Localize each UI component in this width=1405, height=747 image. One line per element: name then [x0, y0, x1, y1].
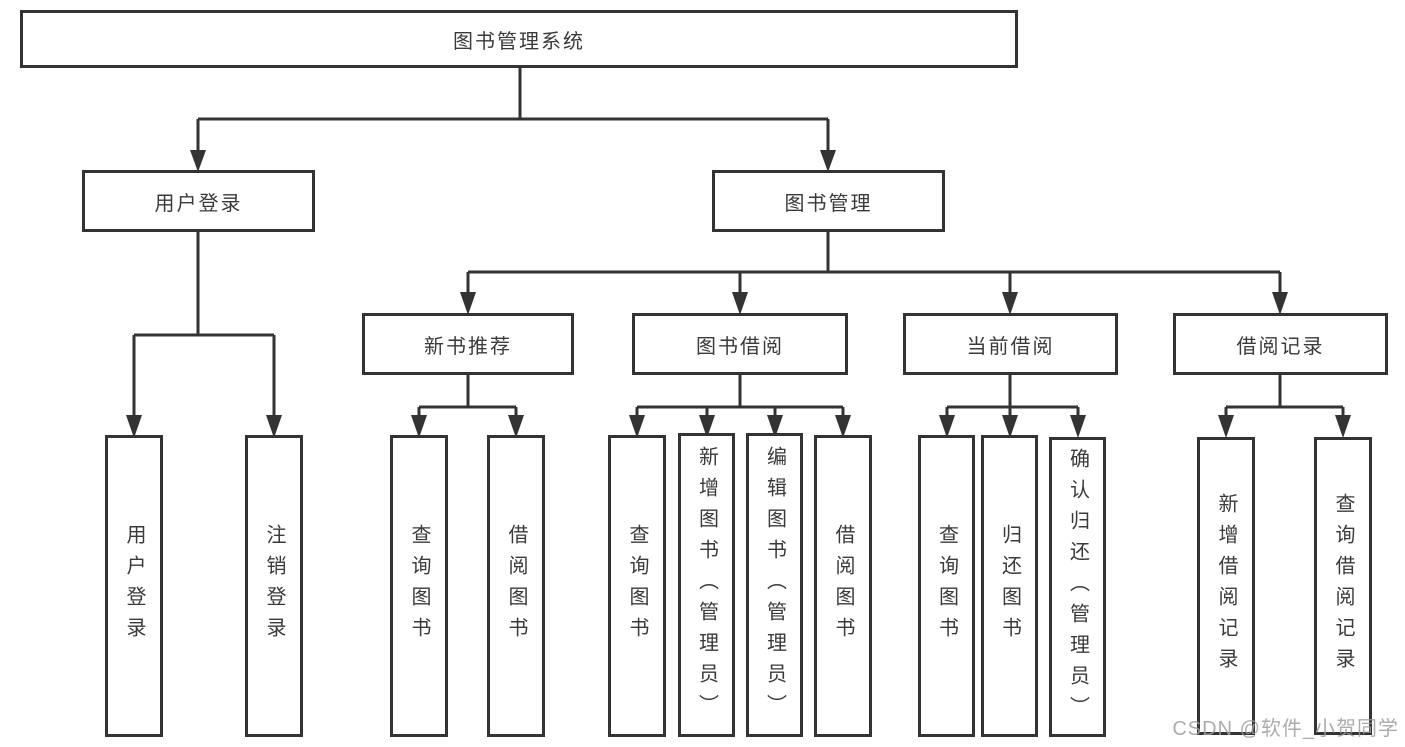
- node-borrowing-records: 借阅记录: [1173, 313, 1388, 375]
- arrowheads: [126, 150, 1351, 438]
- leaf-query-books-borrowing: 查询图书: [608, 435, 666, 737]
- csdn-watermark: CSDN @软件_小贺同学: [1172, 718, 1399, 740]
- node-label: 用户登录: [123, 524, 145, 648]
- leaf-return-books: 归还图书: [981, 435, 1038, 737]
- node-label: 编辑图书（管理员）: [763, 445, 786, 725]
- node-label: 查询图书: [626, 524, 648, 648]
- node-label: 注销登录: [263, 524, 285, 648]
- leaf-query-books-recommendation: 查询图书: [390, 435, 448, 737]
- node-label: 借阅图书: [832, 524, 854, 648]
- leaf-logout: 注销登录: [245, 435, 303, 737]
- leaf-edit-books-admin: 编辑图书（管理员）: [746, 433, 803, 737]
- node-label: 查询借阅记录: [1332, 493, 1354, 679]
- leaf-confirm-return-admin: 确认归还（管理员）: [1049, 437, 1106, 737]
- node-label: 图书借阅: [696, 335, 784, 358]
- node-label: 新增借阅记录: [1215, 493, 1237, 679]
- node-current-borrowing: 当前借阅: [903, 313, 1118, 375]
- node-label: 借阅图书: [505, 524, 527, 648]
- node-label: 图书管理: [784, 192, 873, 215]
- node-label: 查询图书: [408, 524, 430, 648]
- node-library-management-system: 图书管理系统: [20, 10, 1018, 68]
- leaf-query-borrow-record: 查询借阅记录: [1314, 437, 1372, 735]
- node-label: 新书推荐: [424, 335, 512, 358]
- node-label: 确认归还（管理员）: [1066, 447, 1089, 727]
- node-label: 归还图书: [998, 524, 1021, 648]
- node-new-book-recommendation: 新书推荐: [362, 313, 574, 375]
- node-label: 借阅记录: [1236, 335, 1325, 358]
- node-label: 用户登录: [154, 192, 243, 215]
- leaf-user-login: 用户登录: [105, 435, 163, 737]
- node-label: 新增图书（管理员）: [695, 445, 718, 725]
- node-label: 当前借阅: [966, 335, 1055, 358]
- leaf-query-books-current: 查询图书: [918, 435, 975, 737]
- node-book-management: 图书管理: [712, 170, 945, 232]
- leaf-borrow-books: 借阅图书: [814, 435, 872, 737]
- node-label: 图书管理系统: [453, 30, 585, 53]
- leaf-borrow-books-recommendation: 借阅图书: [487, 435, 545, 737]
- node-book-borrowing: 图书借阅: [632, 313, 848, 375]
- leaf-add-borrow-record: 新增借阅记录: [1197, 437, 1255, 735]
- leaf-add-books-admin: 新增图书（管理员）: [678, 433, 735, 737]
- node-user-login: 用户登录: [82, 170, 315, 232]
- node-label: 查询图书: [935, 524, 958, 648]
